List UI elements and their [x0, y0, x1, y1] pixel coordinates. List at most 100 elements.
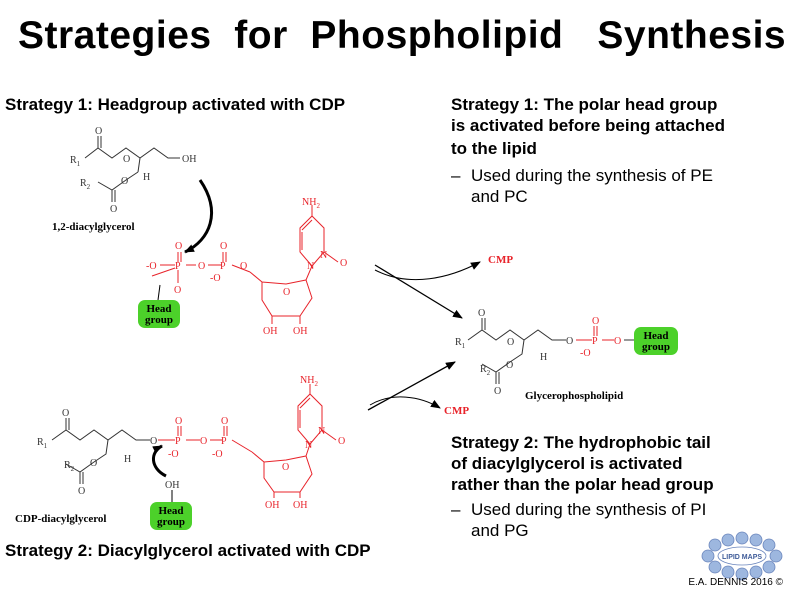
- strategy1-point-line: Strategy 1: The polar head group: [451, 95, 718, 114]
- atom-o: O: [95, 126, 102, 137]
- cmp-label-top: CMP: [488, 254, 513, 266]
- lipid-maps-logo: LIPID MAPS: [701, 531, 783, 581]
- atom-o: O: [506, 360, 513, 371]
- atom-o: O: [220, 241, 227, 252]
- diacylglycerol-atoms: O R1 O OH H O R2 O: [70, 126, 196, 215]
- atom-o: O: [494, 386, 501, 397]
- atom-o: O: [110, 204, 117, 215]
- bullet-dash: –: [451, 500, 461, 519]
- glycerophospholipid-atoms: O R1 O O H O R2 O: [455, 308, 573, 397]
- atom-r1: R1: [70, 155, 81, 168]
- atom-n: N: [305, 440, 312, 451]
- atom-o: O: [240, 261, 247, 272]
- reaction-arrow-top: [374, 264, 463, 319]
- atom-o-minus: -O: [168, 449, 179, 460]
- cdp-headgroup-structure: [151, 205, 339, 324]
- atom-r1: R1: [37, 437, 48, 450]
- atom-o: O: [340, 258, 347, 269]
- atom-o: O: [338, 436, 345, 447]
- atom-r2: R2: [480, 364, 491, 377]
- strategy1-point-line: to the lipid: [451, 139, 537, 158]
- strategy1-bullet-line: Used during the synthesis of PE: [471, 166, 713, 185]
- atom-oh: OH: [182, 154, 196, 165]
- strategy2-point-line: Strategy 2: The hydrophobic tail: [451, 433, 711, 452]
- product-label: Glycerophospholipid: [525, 390, 623, 402]
- atom-o: O: [123, 154, 130, 165]
- strategy2-bullet-line: Used during the synthesis of PI: [471, 500, 707, 519]
- headgroup-bond: [157, 284, 161, 301]
- diacylglycerol-structure: [84, 136, 180, 202]
- cmp-release-arrow-top: [374, 261, 481, 281]
- cdp-headgroup-atoms: O O -O P O P O -O O O OH OH N N O NH2: [146, 197, 347, 337]
- cmp-release-arrow-bottom: [369, 396, 441, 409]
- atom-h: H: [143, 172, 150, 183]
- atom-oh: OH: [165, 480, 179, 491]
- head-group-label: group: [642, 341, 670, 353]
- atom-o: O: [566, 336, 573, 347]
- slide-title: Strategies for Phospholipid Synthesis: [18, 14, 787, 57]
- head-group-badge-top: [138, 300, 180, 328]
- cdp-dag-label: CDP-diacylglycerol: [15, 513, 106, 525]
- head-group-label: group: [157, 516, 185, 528]
- atom-oh: OH: [265, 500, 279, 511]
- strategy1-heading: Strategy 1: Headgroup activated with CDP: [5, 95, 346, 114]
- strategy1-point-line: is activated before being attached: [451, 116, 725, 135]
- product-phosphate: [576, 326, 614, 341]
- atom-o: O: [283, 287, 290, 298]
- strategy2-bullet: – Used during the synthesis of PI and PG: [451, 499, 781, 541]
- atom-o: O: [150, 436, 157, 447]
- atom-h: H: [124, 454, 131, 465]
- atom-o-minus: -O: [210, 273, 221, 284]
- strategy2-description: Strategy 2: The hydrophobic tail of diac…: [451, 432, 781, 541]
- atom-o-minus: -O: [212, 449, 223, 460]
- atom-oh: OH: [293, 500, 307, 511]
- atom-o: O: [174, 285, 181, 296]
- atom-o: O: [507, 337, 514, 348]
- strategy2-point-line: of diacylglycerol is activated: [451, 454, 683, 473]
- atom-o: O: [221, 416, 228, 427]
- atom-h: H: [540, 352, 547, 363]
- strategy1-bullet-line: and PC: [471, 187, 528, 206]
- atom-p: P: [175, 261, 181, 272]
- atom-p: P: [220, 261, 226, 272]
- atom-r2: R2: [64, 460, 75, 473]
- glycerophospholipid-structure: [467, 318, 566, 384]
- head-group-label: Head: [643, 330, 668, 342]
- atom-p: P: [175, 436, 181, 447]
- cdp-dag-atoms: O R1 O H O R2 O: [37, 408, 157, 497]
- cdp-dag-structure: [51, 418, 150, 484]
- bullet-dash: –: [451, 166, 461, 185]
- strategy1-description: Strategy 1: The polar head group is acti…: [451, 94, 781, 207]
- head-group-badge-bottom: [150, 502, 192, 530]
- atom-o: O: [62, 408, 69, 419]
- attack-arrow-bottom: [152, 444, 167, 478]
- atom-nh2: NH2: [302, 197, 320, 210]
- strategy2-bullet-line: and PG: [471, 521, 529, 540]
- dag-label: 1,2-diacylglycerol: [52, 221, 135, 233]
- atom-o: O: [198, 261, 205, 272]
- atom-o: O: [121, 176, 128, 187]
- head-group-badge-product: [634, 327, 678, 355]
- strategy1-bullet: – Used during the synthesis of PE and PC: [451, 165, 781, 207]
- atom-o: O: [592, 316, 599, 327]
- atom-oh: OH: [263, 326, 277, 337]
- atom-o: O: [90, 458, 97, 469]
- atom-oh: OH: [293, 326, 307, 337]
- atom-o: O: [200, 436, 207, 447]
- strategy2-heading: Strategy 2: Diacylglycerol activated wit…: [5, 541, 371, 560]
- copyright-credit: E.A. DENNIS 2016 ©: [688, 577, 783, 588]
- product-phosphate-atoms: O P -O O: [580, 316, 621, 359]
- atom-n: N: [318, 426, 325, 437]
- atom-nh2: NH2: [300, 375, 318, 388]
- head-group-label: group: [145, 314, 173, 326]
- atom-p: P: [592, 336, 598, 347]
- head-group-label: Head: [158, 505, 183, 517]
- atom-o: O: [282, 462, 289, 473]
- atom-o: O: [78, 486, 85, 497]
- atom-n: N: [320, 250, 327, 261]
- atom-p: P: [221, 436, 227, 447]
- atom-n: N: [307, 261, 314, 272]
- reaction-arrow-bottom: [367, 361, 456, 411]
- attack-arrow-top: [184, 179, 213, 254]
